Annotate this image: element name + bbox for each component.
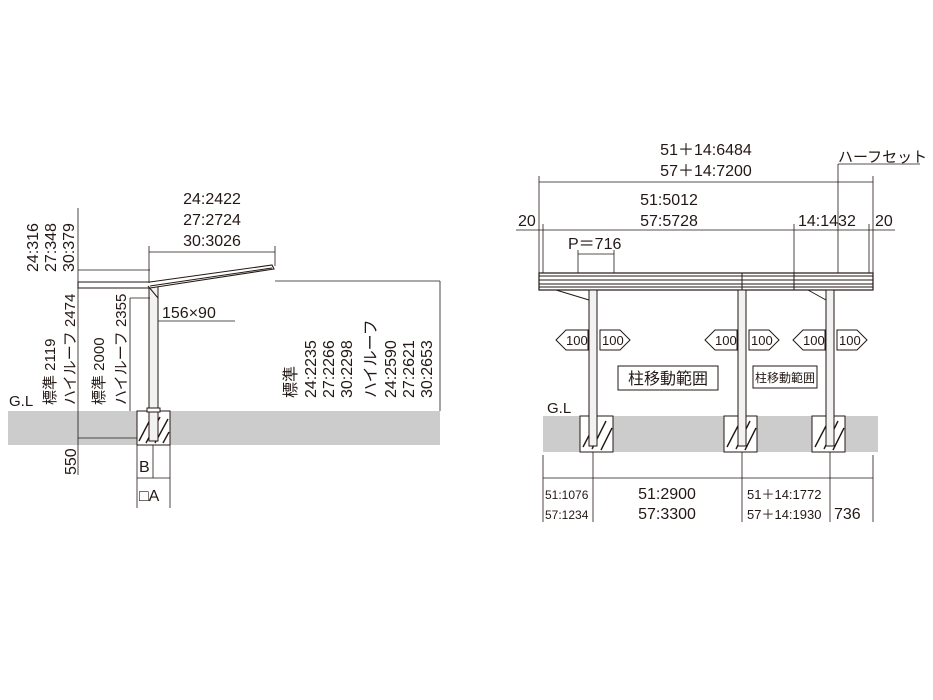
bottom-main-span-2: 57:3300 [638,506,696,523]
front-height-high-1: 24:2590 [383,340,400,398]
front-height-high-2: 27:2621 [401,340,418,398]
side-post-base [146,407,161,413]
front-arrows-middle: 100 100 [704,329,780,351]
side-high-roof-clear: ハイルーフ 2355 [113,294,130,405]
side-foundation-b: B [139,459,150,476]
post-range-label-main: 柱移動範囲 [628,370,708,388]
front-gl-label: G.L [547,400,571,417]
front-main-width-2: 57:5728 [640,213,698,230]
side-ground [8,411,440,445]
front-post-left [588,289,598,447]
side-view: G.L 24:2422 27:2724 30:3026 24:316 27:34… [8,191,441,508]
front-end-margin-right: 20 [875,213,893,230]
front-height-std-2: 27:2266 [321,340,338,398]
front-total-dim-2: 57＋14:7200 [660,163,752,180]
arrow-value: 100 [751,333,773,348]
front-main-width-1: 51:5012 [640,192,698,209]
post-range-label-half: 柱移動範囲 [755,370,815,385]
front-total-dim-1: 51＋14:6484 [660,142,752,159]
front-end-margin-left: 20 [518,213,536,230]
side-rise-dim-2: 27:348 [43,223,60,272]
side-embed-depth: 550 [63,448,80,475]
front-view: G.L [516,142,927,523]
side-post [148,285,159,442]
bottom-right-end: 736 [834,506,861,523]
front-height-std-1: 24:2235 [303,340,320,398]
side-width-dim-2: 27:2724 [183,212,241,229]
front-arrows-right: 100 100 [792,329,868,351]
front-post-middle [737,289,747,447]
side-rise-dim-1: 24:316 [25,223,42,272]
side-foundation-a: □A [139,488,160,505]
front-height-std-3: 30:2298 [339,340,356,398]
bottom-main-span-1: 51:2900 [638,486,696,503]
bottom-left-offset-1: 51:1076 [545,488,589,502]
side-gl-label: G.L [9,393,33,410]
arrow-value: 100 [839,333,861,348]
front-height-high-3: 30:2653 [419,340,436,398]
front-roof [538,272,874,291]
bottom-half-span-2: 57＋14:1930 [747,507,821,522]
front-half-set-width: 14:1432 [798,213,856,230]
side-standard-clear: 標準 2000 [91,337,108,405]
arrow-value: 100 [715,333,737,348]
side-roof [77,264,275,289]
front-height-std-label: 標準 [282,366,300,398]
side-width-dim-1: 24:2422 [183,191,241,208]
arrow-value: 100 [602,333,624,348]
front-height-high-label: ハイルーフ [363,319,380,398]
side-rise-dim-3: 30:379 [61,223,78,272]
front-pitch: P＝716 [568,236,621,253]
side-standard-height: 標準 2119 [42,339,59,405]
side-width-dim-3: 30:3026 [183,233,241,250]
bottom-left-offset-2: 57:1234 [545,508,589,522]
front-half-set-label: ハーフセット [838,149,927,166]
arrow-value: 100 [803,333,825,348]
bottom-half-span-1: 51＋14:1772 [747,487,821,502]
side-post-section: 156×90 [162,305,216,322]
front-post-right [825,289,835,447]
front-arrows-left: 100 100 [555,329,631,351]
side-high-roof-height: ハイルーフ 2474 [62,294,79,405]
arrow-value: 100 [566,333,588,348]
